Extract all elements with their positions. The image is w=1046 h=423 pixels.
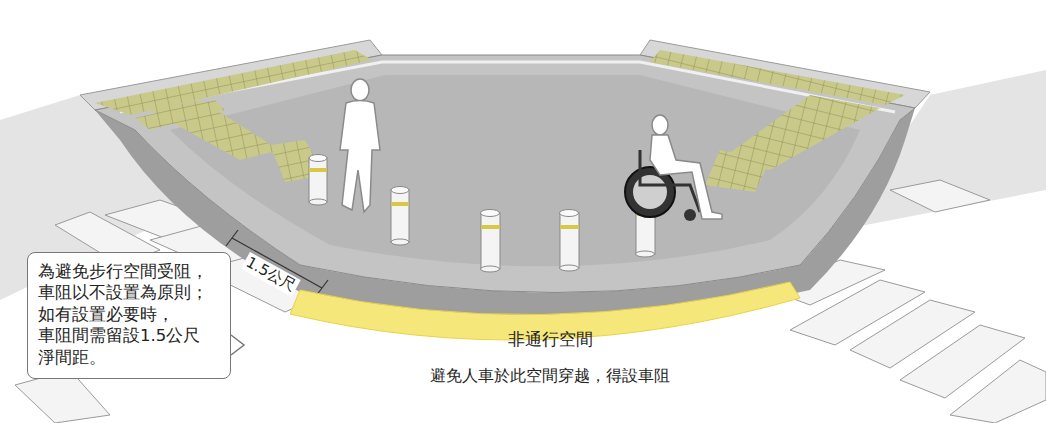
ramp-surface xyxy=(170,75,860,266)
band-title: 非通行空間 xyxy=(290,328,810,351)
band-note: 避免人車於此空間穿越，得設車阻 xyxy=(290,366,810,387)
callout-text: 為避免步行空間受阻， 車阻以不設置為原則； 如有設置必要時， 車阻間需留設1.5… xyxy=(38,261,220,368)
wheelchair-figure xyxy=(625,115,722,221)
callout-pointer xyxy=(231,335,244,355)
bollard xyxy=(309,155,655,273)
tactile-paving xyxy=(150,100,280,160)
no-passage-band: 非通行空間避免人車於此空間穿越，得設車阻 xyxy=(290,268,810,393)
pedestrian-figure xyxy=(340,79,380,212)
tactile-paving xyxy=(95,50,372,115)
tactile-paving xyxy=(650,50,905,105)
callout-box: 為避免步行空間受阻， 車阻以不設置為原則； 如有設置必要時， 車阻間需留設1.5… xyxy=(27,252,231,379)
tactile-paving xyxy=(705,150,770,192)
dimension-line xyxy=(226,230,328,296)
